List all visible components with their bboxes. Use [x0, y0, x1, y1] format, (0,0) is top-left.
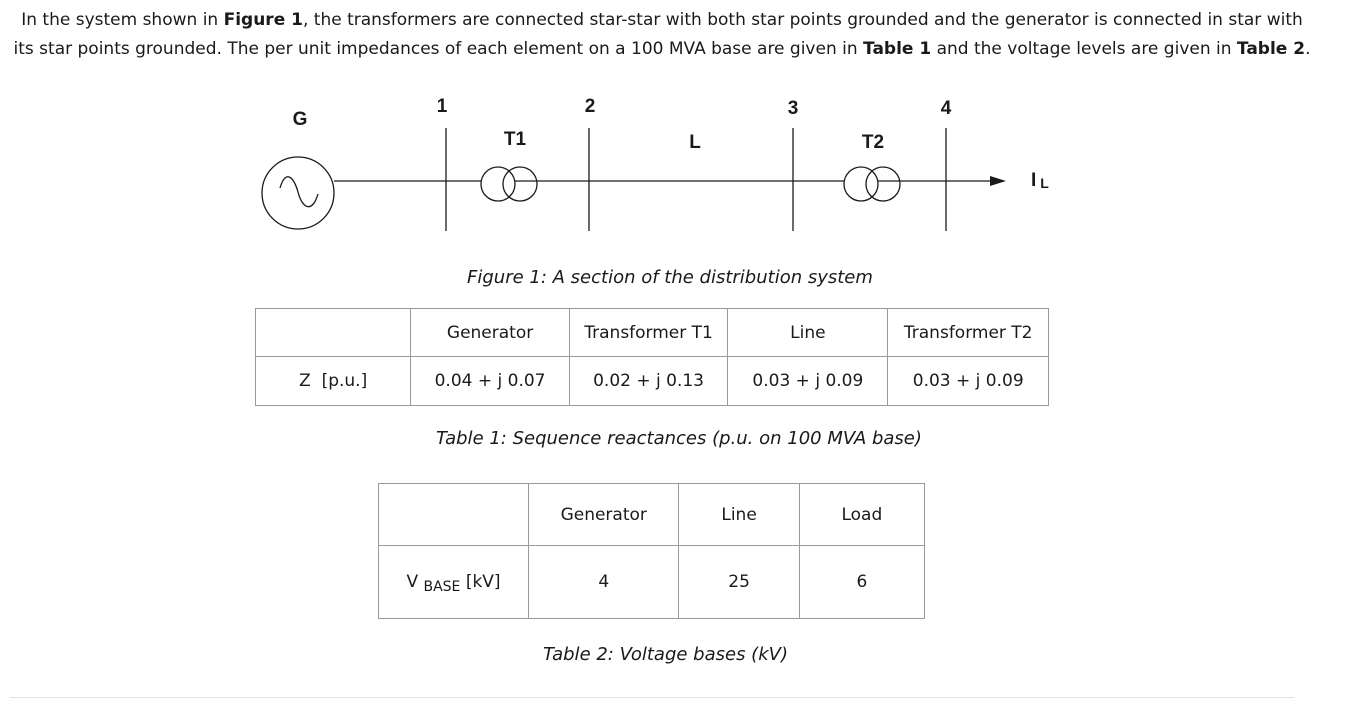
impedance-table: Generator Transformer T1 Line Transforme… [254, 308, 1049, 406]
table-header-cell: Generator [410, 308, 570, 357]
table-header-cell: Transformer T1 [568, 308, 729, 357]
generator-symbol [261, 156, 335, 230]
table-header-cell: Generator [528, 483, 680, 546]
intro-text: , the transformers are connected star-st… [13, 10, 1303, 59]
row-label-main: V [406, 572, 419, 592]
table2-caption: Table 2: Voltage bases (kV) [543, 644, 788, 665]
generator-label: G [293, 109, 308, 130]
table-header-cell: Line [727, 308, 889, 357]
bus-3-label: 3 [788, 98, 799, 119]
problem-statement: In the system shown in Figure 1, the tra… [12, 6, 1312, 64]
row-label-subscript: BASE [423, 579, 461, 595]
bus-4-label: 4 [941, 98, 952, 119]
table-row: Z [p.u.] 0.04 + j 0.07 0.02 + j 0.13 0.0… [254, 356, 1049, 406]
table-header-cell [254, 308, 412, 357]
row-label: Z [p.u.] [254, 356, 412, 406]
table-header-row: Generator Line Load [377, 483, 926, 546]
voltage-base-table: Generator Line Load V BASE [kV] 4 25 6 [377, 483, 926, 619]
table-header-cell: Transformer T2 [887, 308, 1049, 357]
table-cell: 6 [798, 545, 926, 619]
table-header-cell: Line [678, 483, 800, 546]
intro-text: . [1305, 39, 1311, 59]
figure-reference: Figure 1 [223, 10, 303, 30]
table1-reference: Table 1 [863, 39, 932, 59]
transformer-t2-symbol [843, 166, 901, 202]
t2-label: T2 [862, 132, 884, 153]
line-label: L [689, 132, 701, 153]
t1-label: T1 [504, 129, 527, 150]
table-header-row: Generator Transformer T1 Line Transforme… [254, 308, 1049, 357]
table1-caption: Table 1: Sequence reactances (p.u. on 10… [436, 428, 922, 449]
row-label: V BASE [kV] [377, 545, 530, 619]
transformer-t1-symbol [480, 166, 538, 202]
intro-text: In the system shown in [21, 10, 224, 30]
table-cell: 0.03 + j 0.09 [727, 356, 889, 406]
table-cell: 0.03 + j 0.09 [887, 356, 1049, 406]
load-arrow-icon [990, 176, 1006, 186]
bus-1-label: 1 [437, 96, 448, 117]
table2-reference: Table 2 [1236, 39, 1306, 59]
ac-source-icon [279, 176, 319, 208]
table-cell: 25 [678, 545, 800, 619]
table-header-cell [377, 483, 530, 546]
bus-2-label: 2 [585, 96, 596, 117]
row-label-unit: [kV] [465, 572, 501, 592]
table-cell: 0.02 + j 0.13 [568, 356, 729, 406]
table-cell: 4 [528, 545, 680, 619]
table-cell: 0.04 + j 0.07 [410, 356, 570, 406]
divider [10, 697, 1294, 698]
figure-caption: Figure 1: A section of the distribution … [467, 267, 873, 288]
table-header-cell: Load [798, 483, 926, 546]
table-row: V BASE [kV] 4 25 6 [377, 545, 926, 619]
intro-text: and the voltage levels are given in [931, 39, 1237, 59]
